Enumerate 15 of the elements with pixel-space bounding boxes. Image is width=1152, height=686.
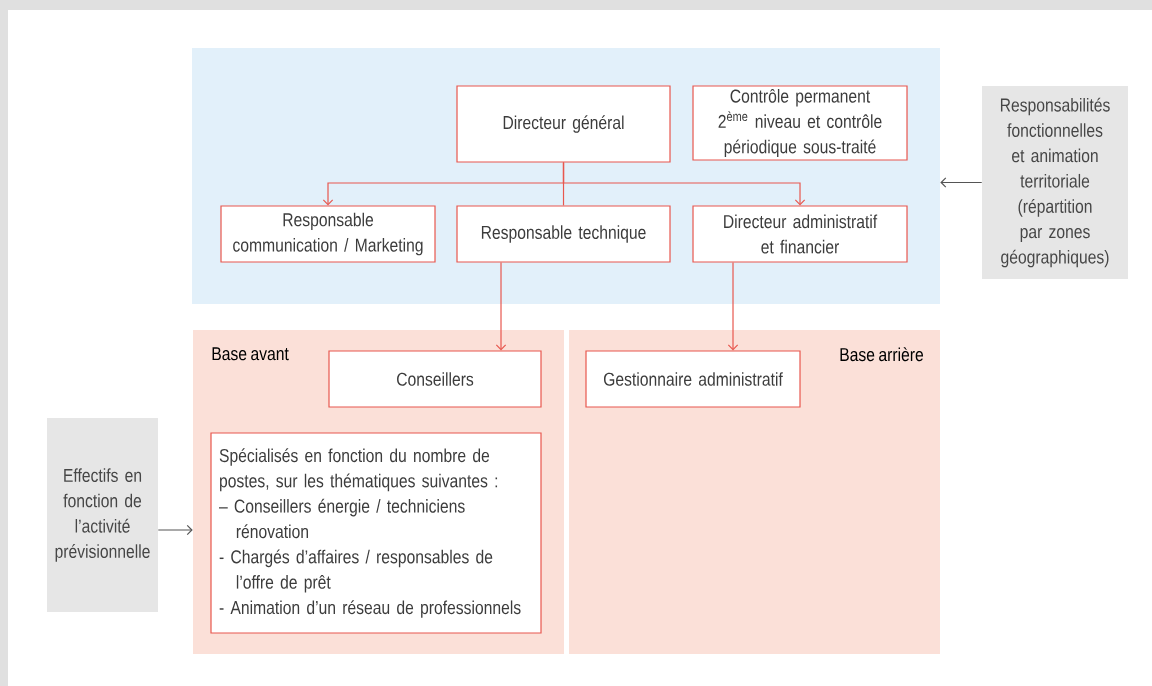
connector-arrow [940, 177, 983, 188]
connector-arrow [495, 262, 507, 351]
note-box: Effectifs en fonction de l’activité prévisionnelle [47, 418, 158, 612]
org-box: Directeur administratif et financier [692, 205, 908, 263]
org-box: Contrôle permanent 2$^{ème}$ niveau et contrôle périodique sous-traité [692, 85, 908, 161]
org-box: Gestionnaire administratif [585, 350, 801, 408]
org-box: Responsable communication / Marketing [220, 205, 436, 263]
org-box: Conseillers [328, 350, 542, 408]
connector-arrow [562, 162, 806, 206]
org-box: Responsable technique [456, 205, 671, 263]
connector-arrow [157, 524, 193, 536]
note-box: Responsabilités fonctionnelles et animation territoriale (répartition par zones géographiques) [982, 86, 1128, 279]
connector-arrow [727, 262, 739, 351]
list-box: Spécialisés en fonction du nombre de postes, sur les thématiques suivantes : – Conseillers énergie / techniciens rénovation - Chargés d’affaires / responsables de l’offre de prêt - Animation d’un réseau de professionnels [210, 432, 542, 634]
org-box: Directeur général [456, 85, 671, 163]
